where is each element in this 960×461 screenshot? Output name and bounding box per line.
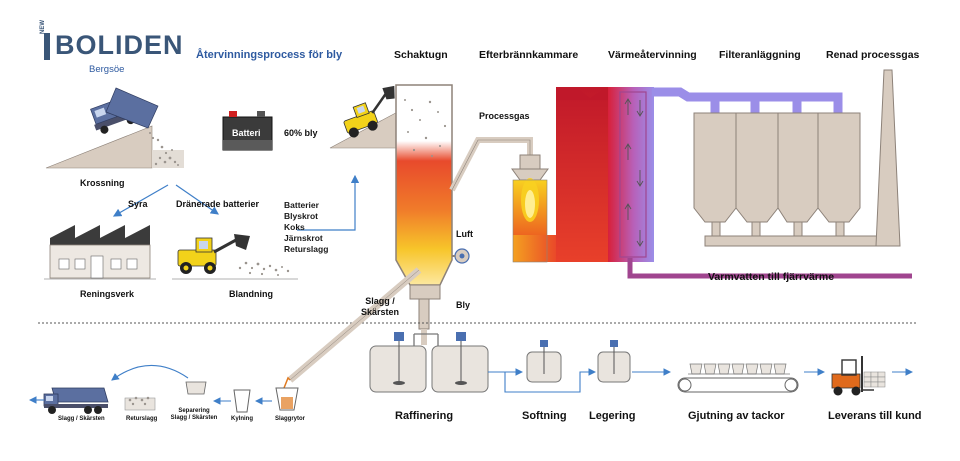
separation-label-line: Slagg / Skärsten	[170, 415, 218, 421]
slag-label: Slagg / Skärsten	[354, 296, 406, 318]
input-item: Returslagg	[284, 244, 329, 254]
input-item: Blyskrot	[284, 211, 319, 221]
brand-prefix: NEW	[40, 20, 46, 34]
input-materials-list: Batterier Blyskrot Koks Järnskrot Returs…	[284, 200, 328, 255]
treatment-plant-label: Reningsverk	[80, 289, 135, 299]
air-label: Luft	[456, 229, 473, 239]
cooling-label: Kylning	[231, 416, 253, 422]
crushing-illustration	[45, 87, 184, 169]
treatment-plant-building	[44, 225, 156, 280]
separation-label-line: Separering	[178, 408, 210, 414]
filter-silos	[693, 112, 891, 247]
gas-duct	[652, 87, 843, 113]
shaft-furnace-label: Schaktugn	[394, 49, 448, 61]
casting-label: Gjutning av tackor	[688, 410, 785, 422]
flow-arrows-slag	[28, 364, 272, 405]
mixing-loader	[172, 234, 298, 280]
input-item: Koks	[284, 222, 305, 232]
flow-arrows-refining	[488, 368, 914, 393]
heat-recovery-label: Värmeåtervinning	[608, 49, 697, 61]
return-slag-pile	[124, 396, 156, 411]
filter-plant-label: Filteranläggning	[719, 49, 801, 61]
clean-gas-label: Renad processgas	[826, 49, 920, 61]
delivery-label: Leverans till kund	[828, 410, 922, 422]
cooling-pot	[233, 389, 251, 413]
input-item: Järnskrot	[284, 233, 323, 243]
return-slag-label: Returslagg	[126, 416, 158, 422]
refining-kettles	[369, 332, 489, 393]
district-heating-label: Varmvatten till fjärrvärme	[708, 271, 835, 283]
crushing-label: Krossning	[80, 178, 125, 188]
mixing-label: Blandning	[229, 289, 273, 299]
refining-label: Raffinering	[395, 410, 454, 422]
flow-arrows-left	[112, 174, 360, 231]
drained-batteries-label: Dränerade batterier	[176, 199, 260, 209]
delivery-forklift	[831, 356, 886, 396]
heat-recovery-unit	[608, 87, 654, 262]
burner	[511, 154, 549, 181]
casting-conveyor	[677, 363, 799, 393]
feed-loader	[329, 85, 436, 149]
softening-kettle	[526, 340, 562, 383]
afterburner-chamber	[512, 87, 608, 263]
battery-label: Batteri	[232, 128, 261, 138]
shaft-furnace	[395, 84, 470, 330]
brand-logo-bar	[44, 33, 50, 60]
afterburner-label: Efterbrännkammare	[479, 49, 579, 61]
slag-truck	[43, 387, 109, 414]
hot-water-pipe	[627, 258, 912, 279]
separation-pot	[185, 381, 207, 395]
alloying-kettle	[597, 340, 631, 383]
slag-label-line: Skärsten	[360, 307, 400, 317]
process-gas-label: Processgas	[479, 111, 530, 121]
slag-pot	[275, 387, 299, 411]
slag-pots-label: Slaggrytor	[275, 416, 306, 422]
slag-label-line: Slagg /	[365, 296, 395, 306]
brand-logo-text: BOLIDEN	[55, 30, 184, 60]
separation-label: Separering Slagg / Skärsten	[166, 408, 222, 422]
slag-chute	[283, 267, 427, 389]
chimney	[875, 69, 901, 247]
process-title: Återvinningsprocess för bly	[196, 49, 343, 61]
softening-label: Softning	[522, 410, 567, 422]
acid-label: Syra	[128, 199, 148, 209]
input-item: Batterier	[284, 200, 319, 210]
brand-site: Bergsöe	[89, 64, 125, 75]
battery-content: 60% bly	[284, 128, 318, 138]
alloying-label: Legering	[589, 410, 636, 422]
battery-icon	[222, 111, 273, 151]
lead-label: Bly	[456, 300, 471, 310]
truck-load-label: Slagg / Skärsten	[58, 416, 105, 422]
